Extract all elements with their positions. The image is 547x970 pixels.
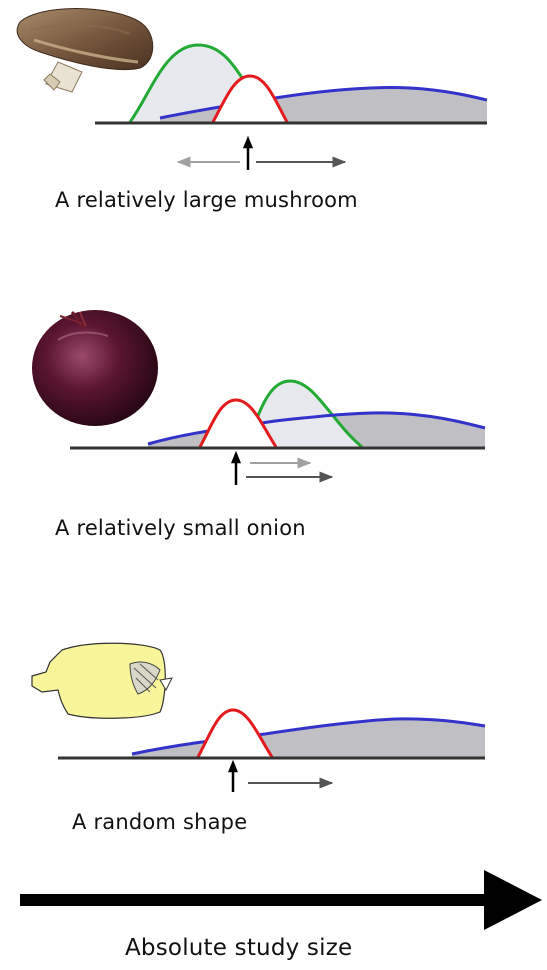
blue-distribution-fill xyxy=(132,718,485,757)
mushroom-icon xyxy=(16,8,154,93)
random-shape-caption: A random shape xyxy=(72,810,248,834)
red-distribution-fill xyxy=(198,710,272,757)
red-curve xyxy=(211,74,289,123)
mushroom-caption: A relatively large mushroom xyxy=(55,188,358,212)
blue-curve xyxy=(147,411,486,446)
green-distribution-fill xyxy=(245,381,362,447)
red-distribution-fill xyxy=(213,76,287,122)
panel-mushroom xyxy=(16,8,488,170)
panel-random-shape xyxy=(31,642,486,792)
yellow-random-shape-icon xyxy=(31,642,173,719)
panel-onion xyxy=(32,310,486,485)
absolute-study-size-axis-arrow xyxy=(20,870,542,930)
red-onion-icon xyxy=(32,310,158,426)
onion-caption: A relatively small onion xyxy=(55,516,306,540)
axis-label: Absolute study size xyxy=(125,935,353,961)
blue-curve xyxy=(131,717,486,756)
red-curve xyxy=(196,708,274,758)
red-curve xyxy=(198,398,278,448)
blue-curve xyxy=(159,86,488,120)
